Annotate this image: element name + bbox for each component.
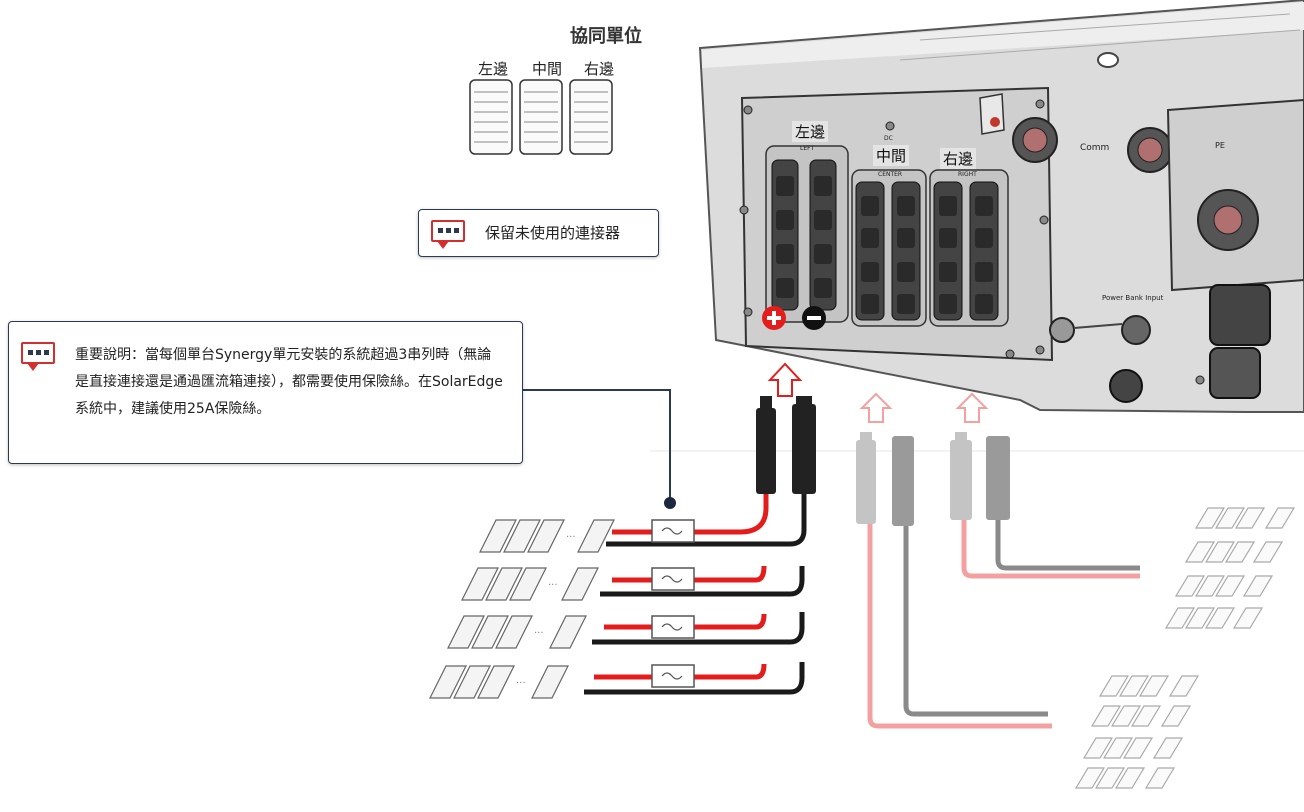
svg-text:···: ···: [516, 678, 526, 689]
callout-leader: [521, 389, 671, 500]
pe-label: PE: [1215, 141, 1225, 150]
svg-text:···: ···: [548, 580, 558, 591]
terminal-label-right: 右邊: [940, 148, 977, 169]
callout-dot: [664, 497, 676, 509]
sync-units-title: 協同單位: [570, 26, 642, 47]
center-string: [856, 432, 1200, 789]
sync-label-center: 中間: [532, 60, 563, 78]
sync-label-right: 右邊: [584, 60, 615, 78]
terminal-label-left: 左邊: [792, 121, 829, 142]
important-fuse-note: 重要說明：當每個單台Synergy單元安裝的系統超過3串列時（無論是直接連接還是…: [8, 321, 523, 464]
power-bank-label: Power Bank Input: [1102, 294, 1164, 302]
comm-label: Comm: [1080, 143, 1109, 153]
svg-text:···: ···: [566, 532, 576, 543]
right-small-label: RIGHT: [958, 171, 977, 178]
chat-bubble-icon: [431, 220, 465, 249]
inverter: Comm PE Power Bank Input LEFT CENTER RIG…: [698, 0, 1304, 413]
reserve-connectors-note: 保留未使用的連接器: [418, 209, 659, 257]
chat-bubble-icon: [21, 342, 55, 371]
dc-small-label: DC: [884, 135, 893, 142]
important-fuse-text: 重要說明：當每個單台Synergy單元安裝的系統超過3串列時（無論是直接連接還是…: [75, 347, 503, 417]
right-string: [950, 432, 1296, 629]
center-small-label: CENTER: [878, 171, 902, 178]
reserve-connectors-text: 保留未使用的連接器: [485, 224, 621, 242]
left-small-label: LEFT: [800, 145, 814, 152]
svg-text:···: ···: [534, 628, 544, 639]
sync-label-left: 左邊: [478, 60, 509, 78]
insert-arrows: [767, 362, 989, 423]
sync-unit-icons: [469, 79, 613, 155]
fused-strings: ··· ··· ··· ···: [429, 494, 807, 699]
left-string-connectors: [756, 396, 816, 494]
terminal-label-center: 中間: [873, 145, 910, 166]
